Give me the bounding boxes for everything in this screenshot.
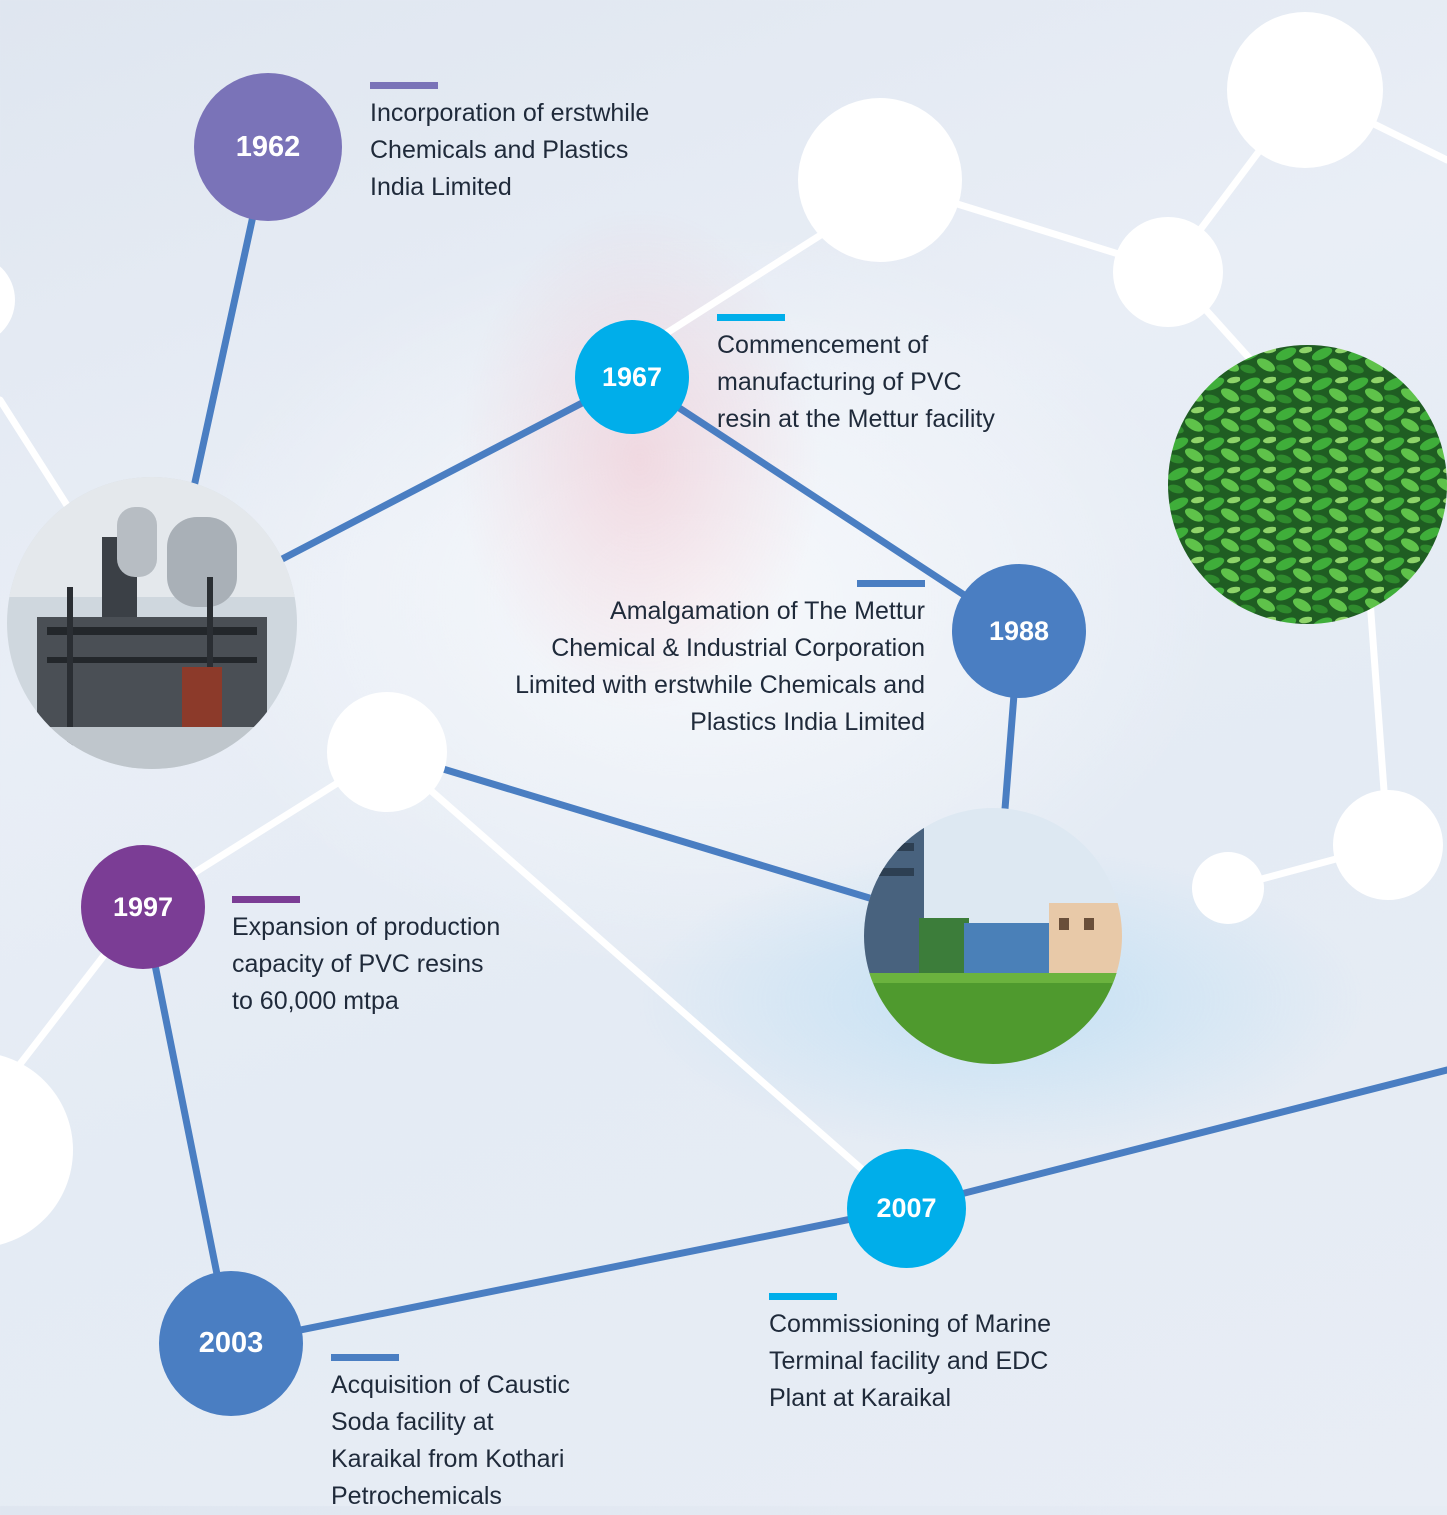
milestone-1962-text: Incorporation of erstwhile Chemicals and… — [370, 99, 650, 201]
year-node-1967: 1967 — [575, 320, 689, 434]
building-photo — [864, 808, 1122, 1064]
accent-bar — [331, 1354, 399, 1361]
plant-photo — [7, 477, 297, 769]
milestone-1997-text: Expansion of production capacity of PVC … — [232, 913, 501, 1015]
year-node-2003: 2003 — [159, 1271, 303, 1416]
milestone-1967: Commencement of manufacturing of PVC res… — [717, 314, 1057, 438]
year-node-1997: 1997 — [81, 845, 205, 969]
milestone-1988-text: Amalgamation of The Mettur Chemical & In… — [515, 597, 925, 736]
accent-bar — [370, 82, 438, 89]
year-node-1988: 1988 — [952, 564, 1086, 698]
accent-bar — [717, 314, 785, 321]
year-node-1962: 1962 — [194, 73, 342, 221]
milestone-2007: Commissioning of Marine Terminal facilit… — [769, 1293, 1109, 1417]
blue-connectors — [139, 143, 1447, 1348]
milestone-1962: Incorporation of erstwhile Chemicals and… — [370, 82, 700, 206]
milestone-2003: Acquisition of Caustic Soda facility at … — [331, 1354, 631, 1515]
white-nodes — [0, 12, 1443, 1245]
accent-bar — [857, 580, 925, 587]
year-node-2007: 2007 — [847, 1149, 966, 1268]
resin-photo — [1168, 345, 1447, 624]
milestone-1997: Expansion of production capacity of PVC … — [232, 896, 552, 1020]
milestone-1967-text: Commencement of manufacturing of PVC res… — [717, 331, 995, 433]
accent-bar — [769, 1293, 837, 1300]
milestone-2007-text: Commissioning of Marine Terminal facilit… — [769, 1310, 1052, 1412]
milestone-1988: Amalgamation of The Mettur Chemical & In… — [462, 580, 925, 741]
milestone-2003-text: Acquisition of Caustic Soda facility at … — [331, 1371, 571, 1510]
accent-bar — [232, 896, 300, 903]
